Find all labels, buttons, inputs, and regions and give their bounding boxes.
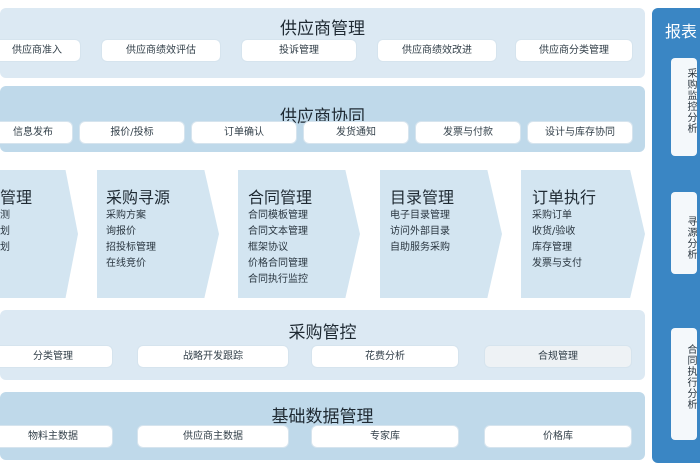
report-label: 采购监控分析 [685,68,696,134]
process-item: 框架协议 [248,242,288,253]
process-list-4: 电子目录管理 访问外部目录 自助服务采购 [390,208,450,256]
master-data-item: 专家库 [312,426,458,447]
process-item: 划 [0,226,10,237]
supplier-management-item: 投诉管理 [242,40,356,61]
process-item: 访问外部目录 [390,226,450,237]
supplier-management-item: 供应商绩效改进 [378,40,496,61]
supplier-management-title: 供应商管理 [280,19,365,39]
process-item: 库存管理 [532,242,572,253]
process-title-1: 管理 [0,188,33,207]
process-item: 价格合同管理 [248,258,308,269]
process-item: 自助服务采购 [390,242,450,253]
supplier-collaboration-item: 订单确认 [192,122,296,143]
process-arrow-5 [521,170,645,298]
supplier-management-item: 供应商分类管理 [516,40,632,61]
supplier-collaboration-item: 信息发布 [0,122,72,143]
process-item: 发票与支付 [532,258,582,269]
process-item: 合同文本管理 [248,226,308,237]
process-title-5: 订单执行 [532,188,597,207]
process-arrow-2 [97,170,219,298]
process-arrow-4 [380,170,502,298]
supplier-management-item: 供应商准入 [0,40,80,61]
process-item: 在线竞价 [106,258,146,269]
report-label: 合同执行分析 [685,344,696,410]
supplier-collaboration-item: 设计与库存协同 [528,122,632,143]
process-item: 测 [0,210,10,221]
procurement-control-band [0,310,645,380]
procurement-control-item: 战略开发跟踪 [138,346,288,367]
process-item: 合同执行监控 [248,274,308,285]
process-list-2: 采购方案 询报价 招投标管理 在线竞价 [106,208,156,272]
report-box-1: 采购监控分析 [671,58,697,156]
process-list-3: 合同模板管理 合同文本管理 框架协议 价格合同管理 合同执行监控 [248,208,308,288]
reports-title: 报表 [665,22,698,41]
process-list-5: 采购订单 收货/验收 库存管理 发票与支付 [532,208,582,272]
process-title-3: 合同管理 [248,188,313,207]
process-item: 采购订单 [532,210,572,221]
procurement-control-item: 花费分析 [312,346,458,367]
master-data-title: 基础数据管理 [271,407,374,427]
process-item: 询报价 [106,226,136,237]
supplier-management-item: 供应商绩效评估 [102,40,220,61]
process-item: 划 [0,242,10,253]
process-item: 电子目录管理 [390,210,450,221]
report-box-3: 合同执行分析 [671,328,697,440]
process-item: 招投标管理 [106,242,156,253]
master-data-item: 供应商主数据 [138,426,288,447]
process-title-4: 目录管理 [390,188,455,207]
procurement-control-item: 分类管理 [0,346,112,367]
process-arrow-3 [238,170,360,298]
process-item: 收货/验收 [532,226,576,237]
process-item: 采购方案 [106,210,146,221]
report-box-2: 寻源分析 [671,192,697,274]
process-item: 合同模板管理 [248,210,308,221]
report-label: 寻源分析 [685,216,696,260]
procurement-control-item: 合规管理 [485,346,631,367]
process-arrow-1 [0,170,78,298]
process-title-2: 采购寻源 [106,188,171,207]
supplier-collaboration-item: 报价/投标 [80,122,184,143]
master-data-item: 价格库 [485,426,631,447]
procurement-control-title: 采购管控 [288,323,357,343]
supplier-collaboration-item: 发货通知 [304,122,408,143]
process-list-1: 测 划 划 [0,208,10,256]
supplier-collaboration-item: 发票与付款 [416,122,520,143]
master-data-item: 物料主数据 [0,426,112,447]
